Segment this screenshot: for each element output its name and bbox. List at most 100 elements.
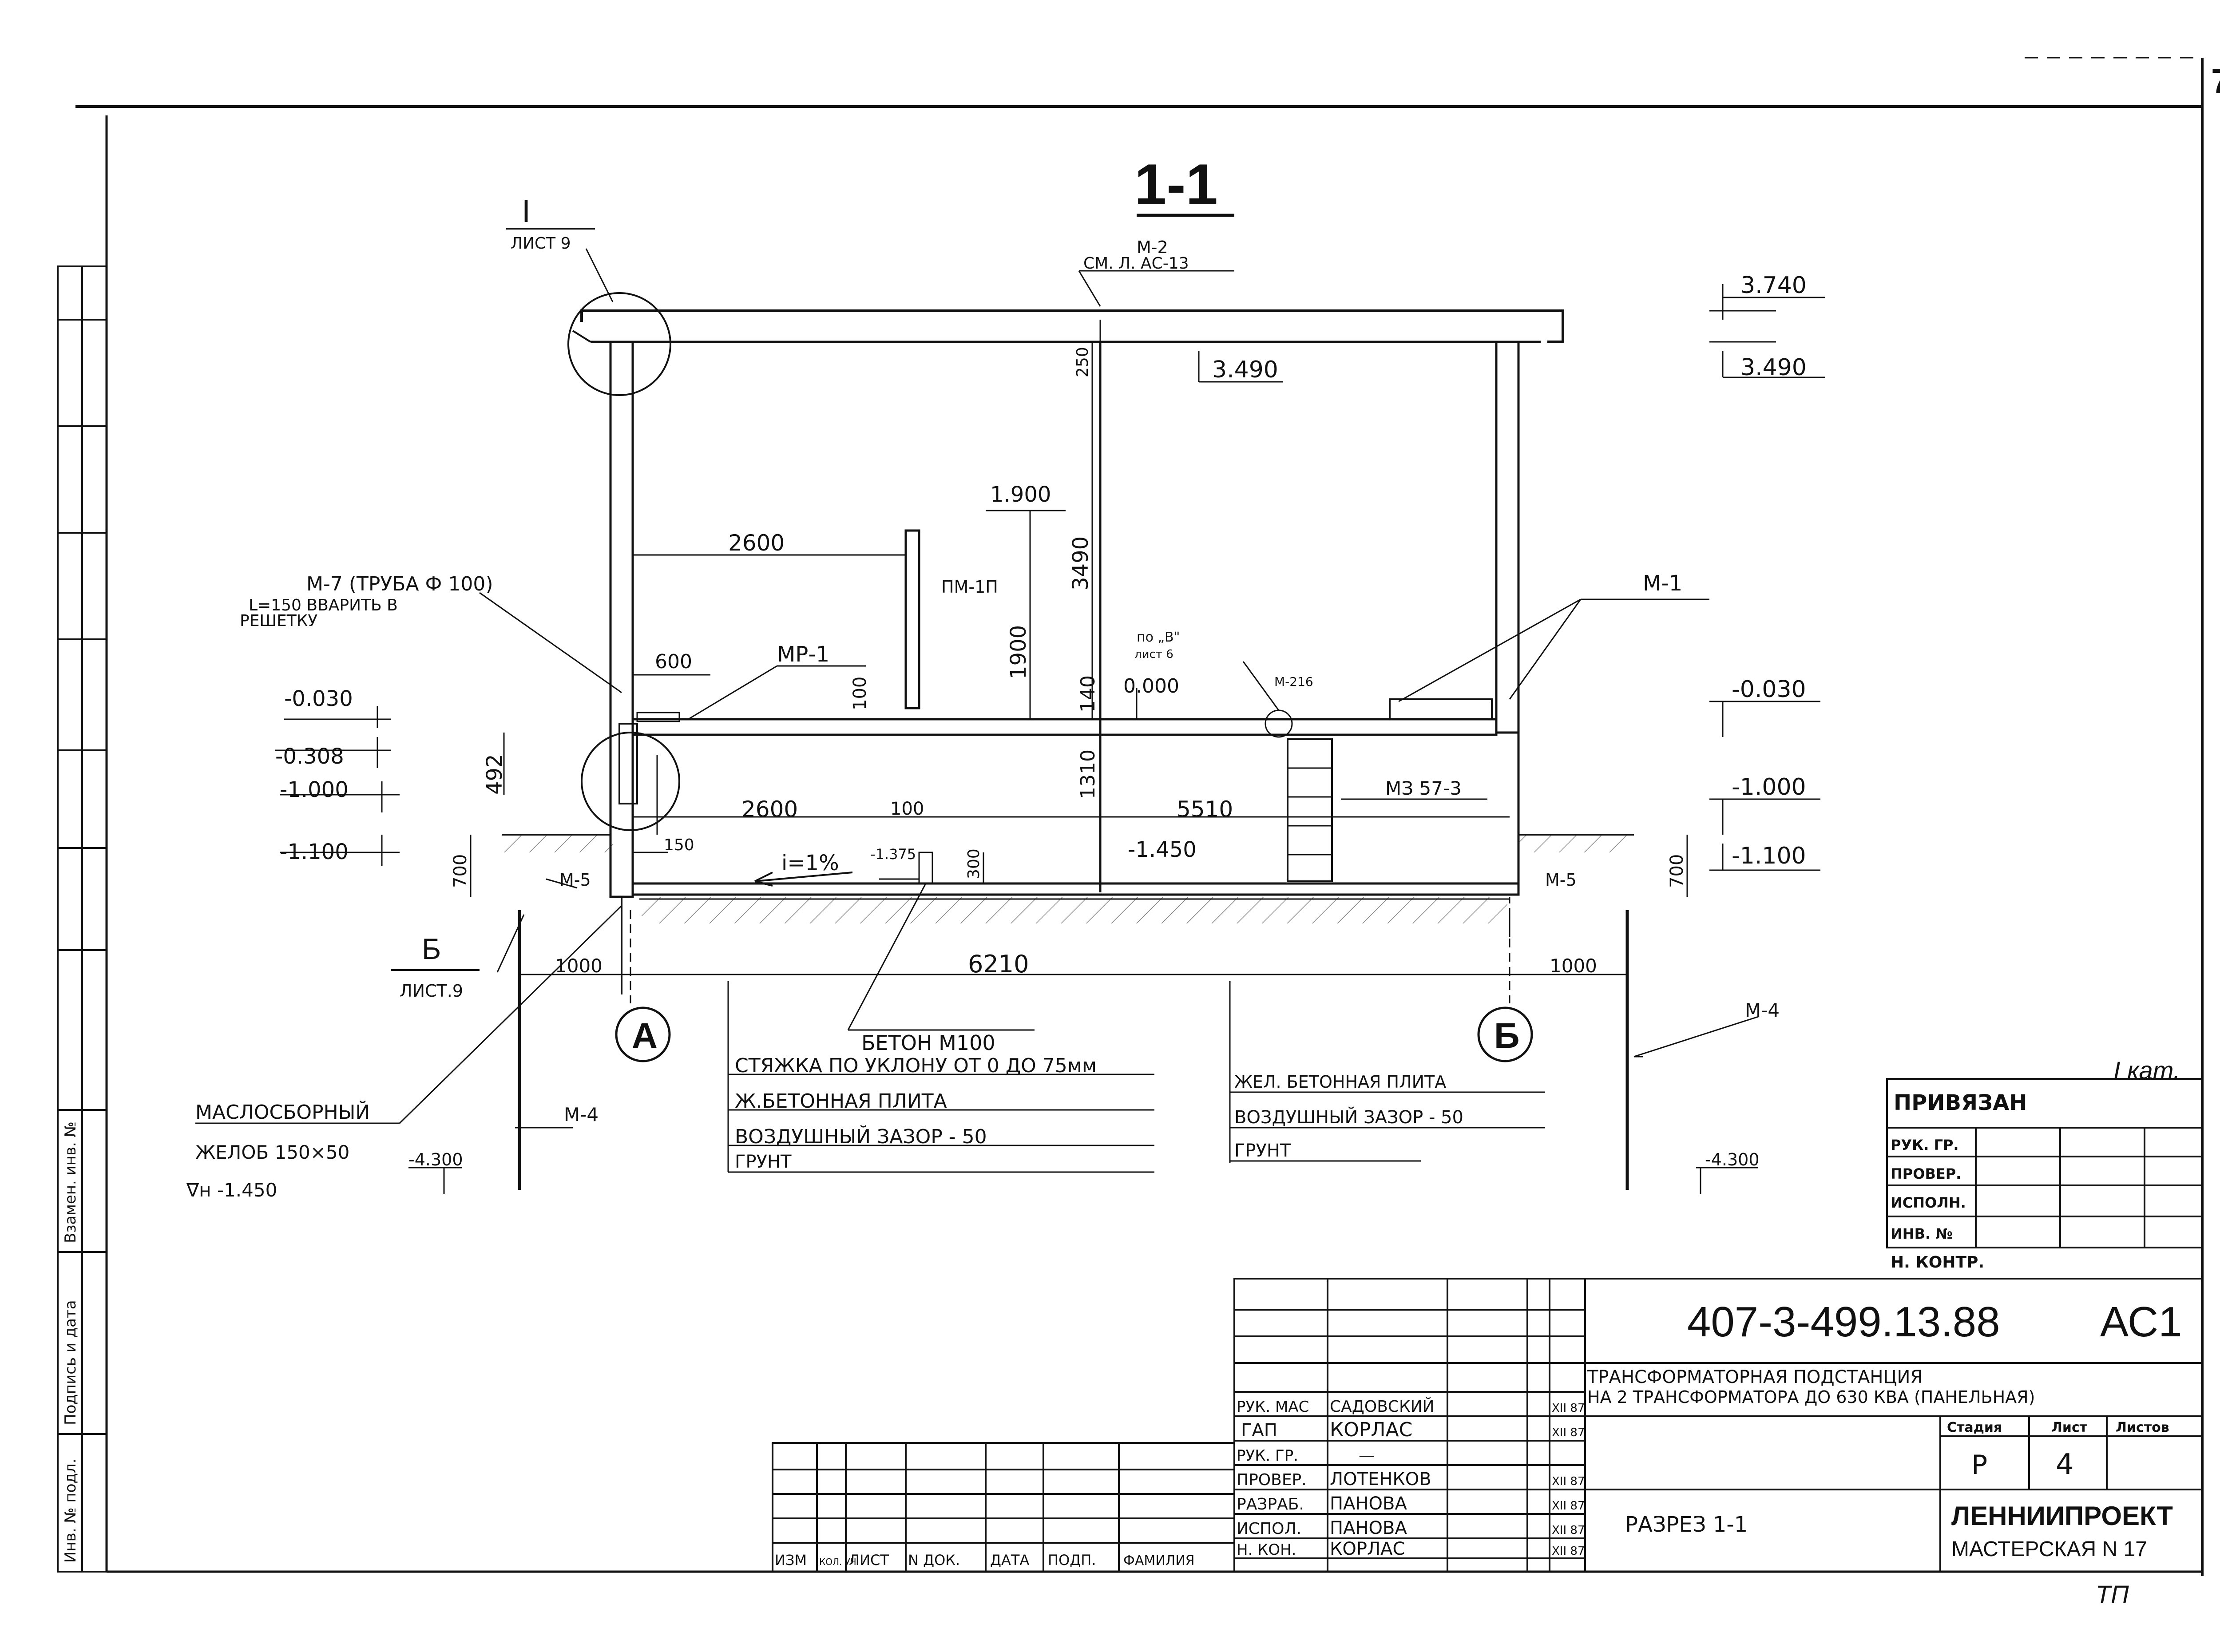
level-markers [275, 284, 1825, 1194]
dim-140: 140 [1077, 675, 1099, 713]
person-date-5: ХII 87 [1552, 1499, 1585, 1513]
sheet-head: Лист [2051, 1420, 2088, 1435]
person-name-5: ПАНОВА [1330, 1494, 1407, 1514]
project-line-1: ТРАНСФОРМАТОРНАЯ ПОДСТАНЦИЯ [1587, 1367, 1923, 1387]
level-0000: 0.000 [1123, 675, 1179, 697]
dim-492: 492 [482, 754, 507, 795]
bottom-ref-num: Б [422, 932, 441, 965]
change-head-6: ПОДП. [1048, 1552, 1096, 1569]
dim-6210: 6210 [968, 950, 1029, 978]
binding-row-4: ИНВ. № [1891, 1225, 1953, 1242]
person-name-7: КОРЛАС [1330, 1539, 1405, 1559]
binding-title: ПРИВЯЗАН [1894, 1090, 2027, 1115]
label-m216: М-216 [1274, 674, 1313, 689]
node-ref-sheet: ЛИСТ 9 [511, 234, 571, 253]
building-structure [518, 309, 1629, 1190]
label-m4-left: М-4 [564, 1104, 599, 1125]
corner-mark: ТП [2096, 1580, 2129, 1608]
strip-label-replace: Взамен. инв. № [62, 1121, 79, 1243]
dim-600: 600 [655, 650, 692, 673]
sheets-head: Листов [2116, 1420, 2169, 1435]
oil-tray-line2: ЖЕЛОБ 150×50 [195, 1141, 349, 1163]
level-m0030-right: -0.030 [1732, 676, 1806, 703]
axis-b-label: Б [1494, 1016, 1520, 1055]
detail-callout-b [581, 732, 680, 831]
stage-value: Р [1971, 1450, 1987, 1481]
label-gost-ref1: по „В" [1137, 630, 1180, 645]
person-role-1: РУК. МАС [1237, 1398, 1309, 1416]
floor-left-row-2: Ж.БЕТОННАЯ ПЛИТА [735, 1090, 947, 1113]
floor-right-row-2: ВОЗДУШНЫЙ ЗАЗОР - 50 [1234, 1106, 1463, 1128]
level-m0308: -0.308 [275, 744, 344, 769]
label-pm1p: ПМ-1П [941, 577, 998, 597]
person-role-6: ИСПОЛ. [1237, 1520, 1301, 1538]
label-mz573: МЗ 57-3 [1385, 777, 1462, 799]
binding-row-2: ПРОВЕР. [1891, 1165, 1961, 1182]
dim-5510: 5510 [1177, 796, 1233, 822]
label-m2: М-2 [1137, 238, 1168, 257]
section-title: 1-1 [1134, 152, 1218, 217]
dim-1310: 1310 [1077, 749, 1099, 799]
level-3490-mid: 3.490 [1212, 357, 1278, 383]
sheet-number: 7 [2211, 61, 2220, 101]
dim-100-v: 100 [850, 677, 870, 710]
level-3740: 3.740 [1740, 272, 1807, 299]
change-head-3: ЛИСТ [849, 1552, 889, 1569]
change-head-4: N ДОК. [908, 1552, 960, 1569]
title-block-grid [772, 1278, 2203, 1573]
label-m1: М-1 [1643, 571, 1682, 596]
level-m0030-left: -0.030 [284, 686, 353, 711]
person-role-3: РУК. ГР. [1237, 1447, 1298, 1465]
person-date-7: ХII 87 [1552, 1545, 1585, 1558]
person-date-4: ХII 87 [1552, 1475, 1585, 1488]
dim-150: 150 [664, 836, 694, 854]
binding-footer: Н. КОНТР. [1891, 1253, 1984, 1272]
floor-right-row-3: ГРУНТ [1234, 1141, 1291, 1161]
person-date-2: ХII 87 [1552, 1426, 1585, 1439]
oil-tray-line3: ∇н -1.450 [186, 1179, 277, 1201]
axis-markers [615, 910, 1533, 1062]
strip-label-inv: Инв. № подл. [62, 1458, 79, 1563]
dimension-lines [470, 320, 1688, 975]
binding-row-1: РУК. ГР. [1891, 1137, 1959, 1153]
dim-1000-left: 1000 [555, 955, 603, 977]
label-m4-right: М-4 [1745, 999, 1780, 1021]
floor-left-row-1: СТЯЖКА ПО УКЛОНУ ОТ 0 ДО 75мм [735, 1054, 1097, 1077]
level-m1000-left: -1.000 [280, 777, 349, 802]
dim-1900-v: 1900 [1006, 625, 1031, 679]
binding-table [1886, 1078, 2203, 1248]
ground [502, 834, 1634, 923]
label-m2-ref: СМ. Л. АС-13 [1083, 254, 1189, 273]
detail-callout-top [567, 292, 671, 396]
dim-2600-bottom: 2600 [741, 796, 798, 822]
project-line-2: НА 2 ТРАНСФОРМАТОРА ДО 630 КВА (ПАНЕЛЬНА… [1587, 1387, 2035, 1407]
label-mp1: МР-1 [777, 642, 829, 667]
person-name-1: САДОВСКИЙ [1330, 1397, 1434, 1416]
floor-left-row-3: ВОЗДУШНЫЙ ЗАЗОР - 50 [735, 1125, 987, 1148]
person-role-4: ПРОВЕР. [1237, 1471, 1307, 1489]
person-name-3: — [1359, 1446, 1375, 1465]
change-head-7: ФАМИЛИЯ [1123, 1553, 1195, 1569]
level-m1100-right: -1.100 [1732, 843, 1806, 869]
org-line-1: ЛЕННИИПРОЕКТ [1951, 1501, 2173, 1531]
change-head-2: КОЛ. УЧ. [819, 1557, 859, 1567]
leader-lines [195, 270, 1759, 1129]
dim-700-left: 700 [450, 854, 471, 888]
person-name-2: КОРЛАС [1330, 1418, 1412, 1441]
label-m7-note1: L=150 ВВАРИТЬ В [249, 596, 398, 614]
dim-3490-v: 3490 [1068, 536, 1093, 590]
change-head-1: ИЗМ [775, 1552, 807, 1569]
level-m1100-left: -1.100 [280, 840, 349, 864]
dim-300: 300 [965, 848, 983, 879]
level-m1450: -1.450 [1128, 837, 1197, 862]
node-ref-num: I [522, 194, 531, 229]
sheet-name: РАЗРЕЗ 1-1 [1625, 1512, 1748, 1537]
dim-1900-h: 1.900 [990, 482, 1051, 507]
category-label: I кат. [2113, 1056, 2180, 1084]
strip-label-sign: Подпись и дата [62, 1300, 79, 1425]
bottom-ref-sheet: ЛИСТ.9 [400, 981, 463, 1001]
person-role-5: РАЗРАБ. [1237, 1495, 1304, 1513]
dim-100-h: 100 [890, 799, 924, 819]
person-role-2: ГАП [1241, 1420, 1277, 1441]
